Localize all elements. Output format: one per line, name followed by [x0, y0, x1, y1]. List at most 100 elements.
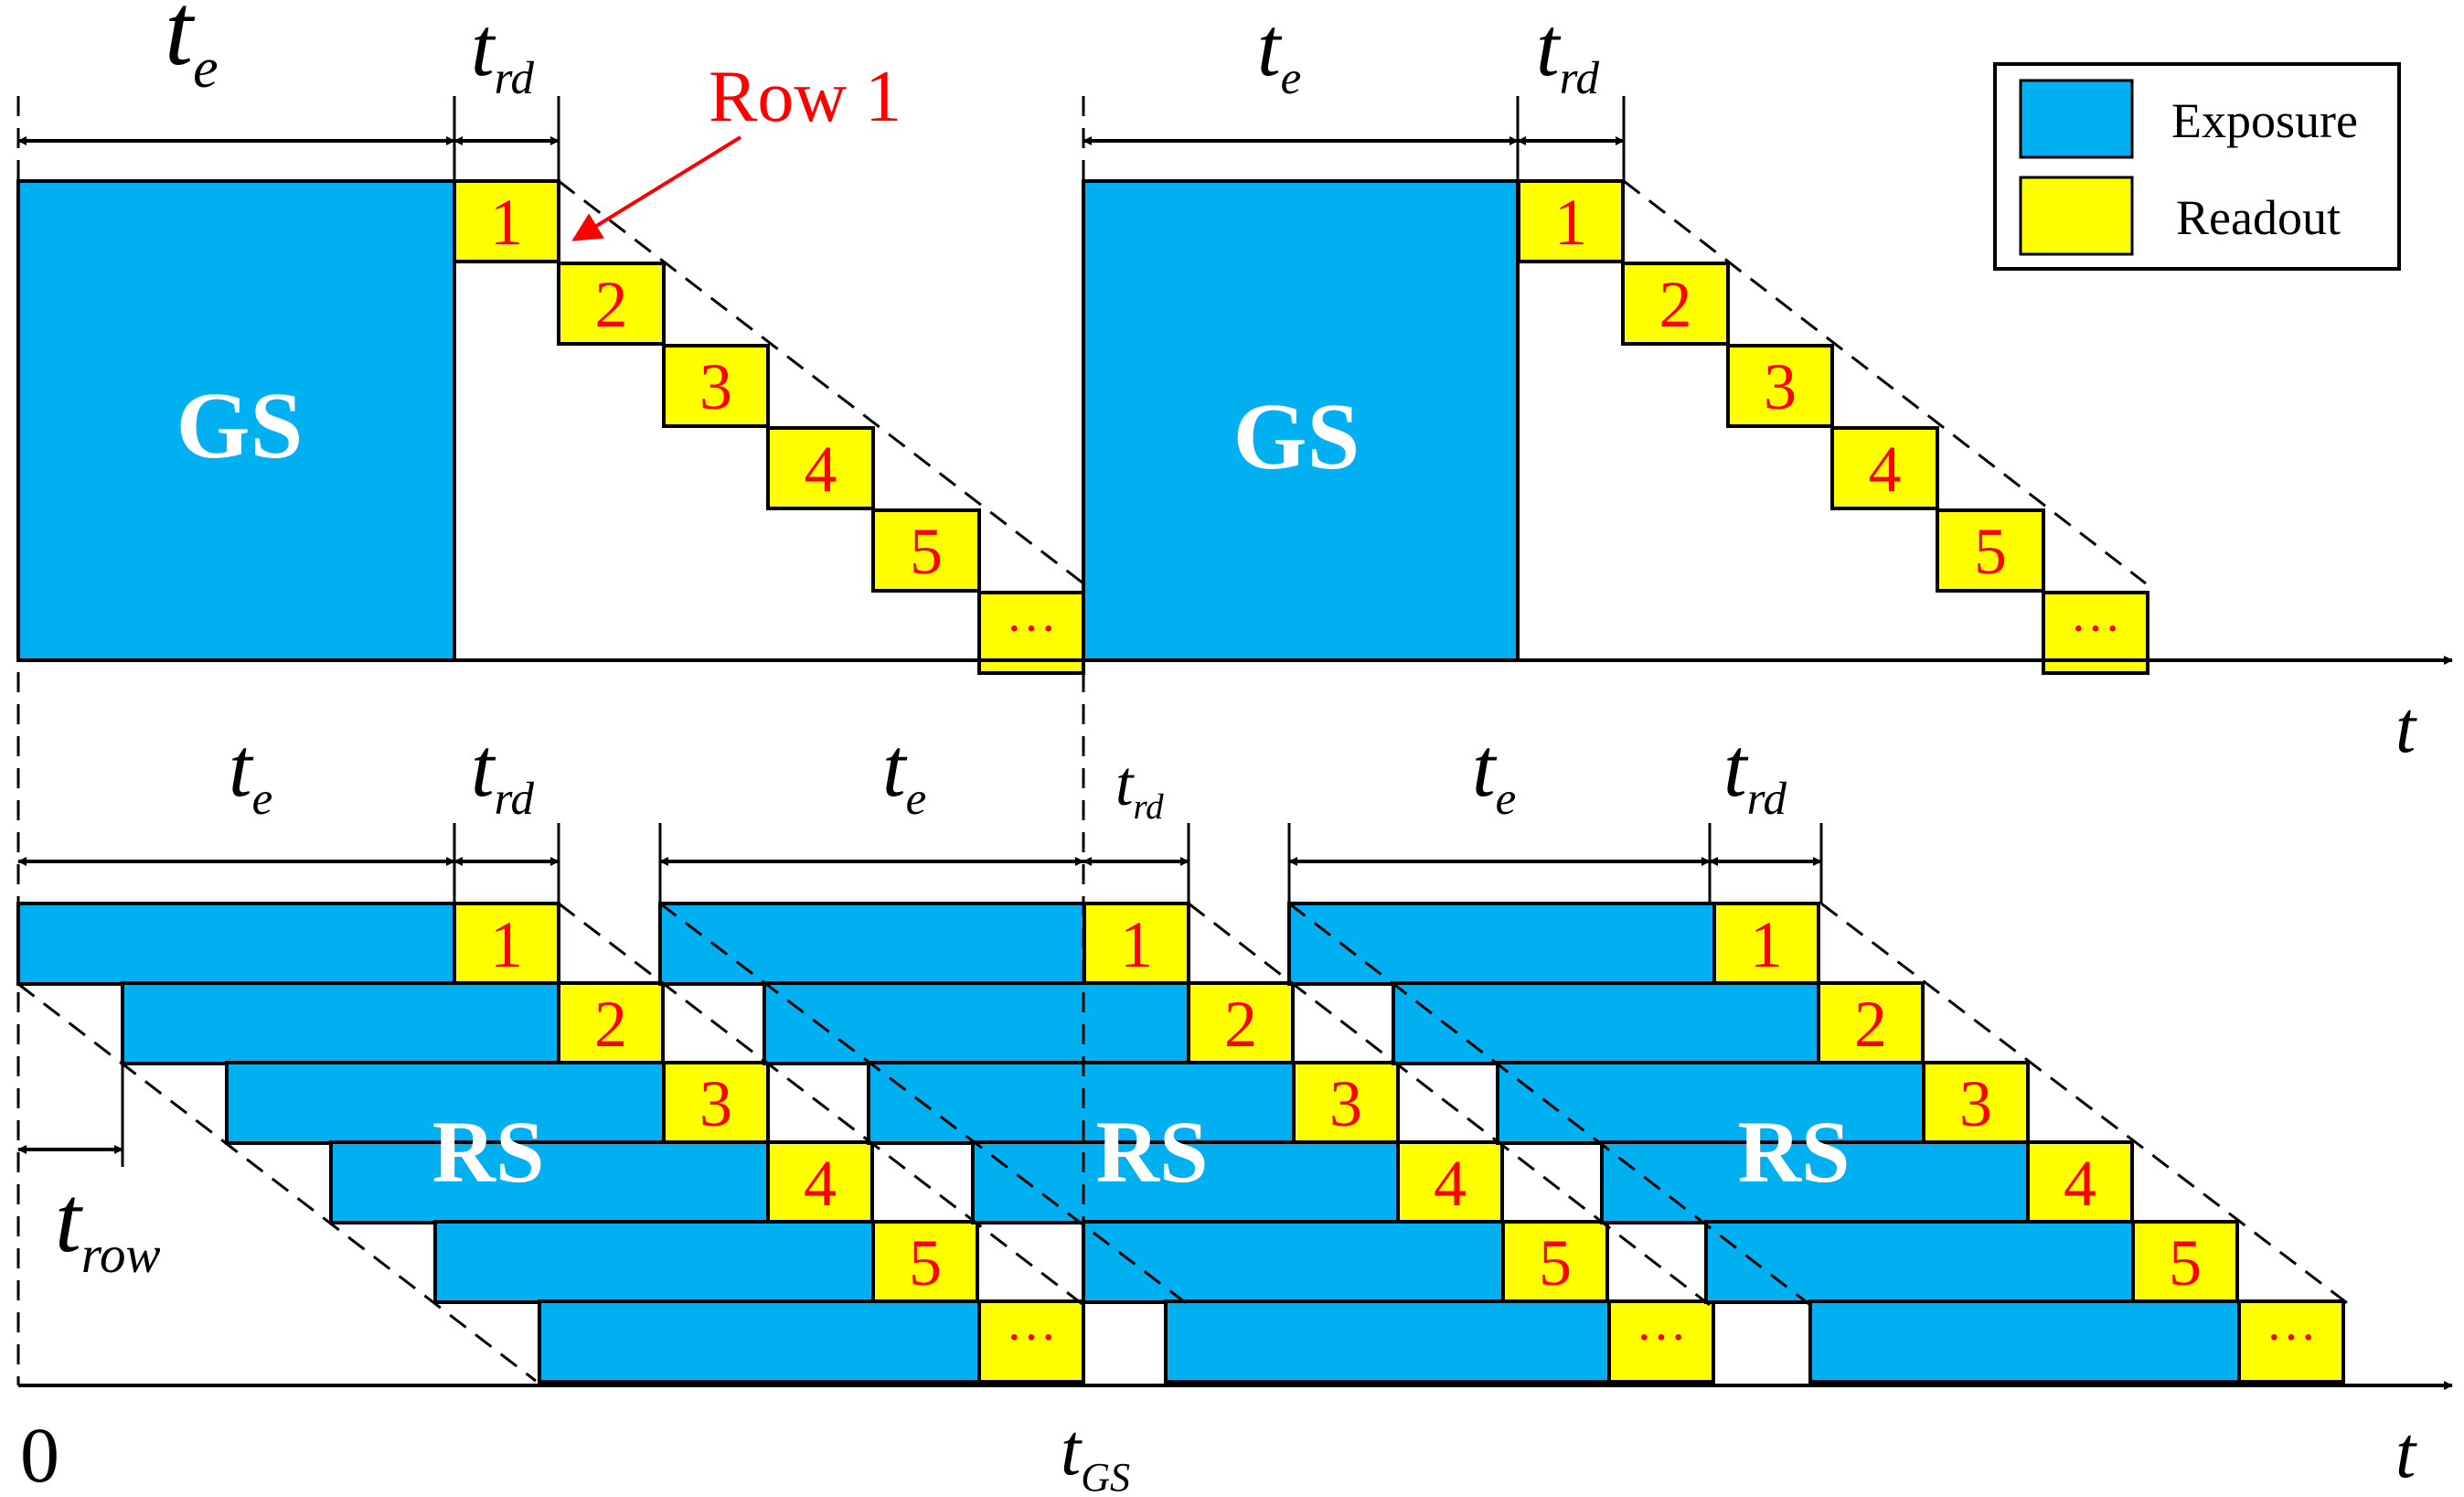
rs-label-3: RS	[1738, 1103, 1851, 1201]
rs2-readout-1	[1083, 902, 1190, 986]
gs-exposure-block-2	[1082, 179, 1520, 662]
rs1-exposure-row-6	[538, 1299, 981, 1384]
rs1-readout-2	[557, 981, 665, 1065]
gs-label-2: GS	[1233, 384, 1360, 489]
gs1-readout-3-number: 3	[699, 350, 732, 423]
rs2-readout-3-number: 3	[1329, 1067, 1362, 1140]
rs2-readout-envelope	[1188, 902, 1711, 1307]
rs2-exposure-row-6	[1164, 1299, 1611, 1384]
gs2-readout-1-number: 1	[1554, 186, 1587, 259]
row1-arrow	[571, 135, 742, 241]
te-symbol-bottom-3: te	[1472, 721, 1516, 825]
te-symbol-top-1: te	[165, 0, 219, 100]
gs2-readout-3-number: 3	[1764, 350, 1797, 423]
rs3-start-envelope	[1288, 902, 1811, 1307]
rs3-readout-3	[1922, 1061, 2030, 1145]
rs3-readout-envelope	[1820, 902, 2351, 1307]
rs3-exposure-row-2	[1392, 981, 1820, 1065]
axis-labels: t t 0	[20, 688, 2417, 1497]
gs1-readout-1-number: 1	[490, 186, 523, 259]
rs1-readout-6	[977, 1299, 1085, 1384]
gs1-readout-2-number: 2	[595, 268, 628, 341]
gs1-readout-3	[662, 344, 770, 428]
trd-symbol-top-1: trd	[471, 0, 535, 104]
rs3-readout-4-number: 4	[2064, 1147, 2096, 1220]
rs2-exposure-row-2	[763, 981, 1190, 1065]
row1-annotation: Row 1	[571, 57, 901, 241]
row1-label: Row 1	[709, 57, 901, 137]
rs-label-1: RS	[432, 1103, 545, 1201]
trd-symbol-bottom-1: trd	[471, 721, 535, 825]
gs1-readout-5-number: 5	[910, 515, 943, 588]
rs2-readout-2-number: 2	[1224, 988, 1257, 1061]
rs3-readout-6-number: ···	[2266, 1310, 2317, 1366]
diagram-text: 12345···12345···12345···12345···12345···…	[55, 0, 2317, 1497]
rs1-exposure-row-4	[329, 1140, 770, 1224]
rs3-readout-1-number: 1	[1750, 908, 1783, 981]
rs1-readout-3	[662, 1061, 770, 1145]
rs-label-2: RS	[1096, 1103, 1209, 1201]
trd-symbol-top-2: trd	[1536, 0, 1600, 104]
rs2-readout-2	[1187, 981, 1295, 1065]
rs1-readout-4-number: 4	[804, 1147, 837, 1220]
trd-symbol-bottom-2: trd	[1115, 749, 1164, 827]
rs2-readout-3	[1292, 1061, 1400, 1145]
trow-symbol: trow	[55, 1167, 161, 1284]
gs1-readout-4	[766, 426, 875, 510]
rs1-exposure-row-2	[121, 981, 560, 1065]
gs2-readout-5-number: 5	[1974, 515, 2007, 588]
te-symbol-bottom-2: te	[882, 721, 926, 825]
rs2-exposure-row-1	[658, 902, 1086, 986]
dashed-guides	[16, 96, 2351, 1385]
legend-exposure-label: Exposure	[2171, 93, 2358, 148]
legend-exposure-swatch	[2019, 79, 2134, 159]
rs2-readout-5	[1501, 1220, 1609, 1304]
legend: Exposure Readout	[1993, 62, 2401, 271]
time-axes	[18, 656, 2453, 1390]
rs2-start-envelope	[659, 902, 1189, 1307]
duration-markers	[17, 96, 1823, 1167]
rs1-exposure-row-3	[225, 1061, 666, 1145]
gs1-readout-2	[557, 262, 666, 346]
t-axis-label-top: t	[2395, 688, 2417, 768]
gs2-readout-envelope	[1623, 179, 2147, 585]
gs2-readout-6-number: ···	[2070, 601, 2121, 658]
gs-label-1: GS	[176, 373, 304, 478]
gs2-readout-4	[1830, 426, 1939, 510]
rs1-readout-4	[766, 1140, 874, 1224]
rs2-readout-1-number: 1	[1120, 908, 1153, 981]
rs1-start-envelope	[17, 982, 537, 1383]
legend-readout-label: Readout	[2176, 190, 2341, 245]
timing-blocks	[16, 179, 2345, 1384]
rs2-exposure-row-5	[1082, 1220, 1505, 1304]
rs3-readout-1	[1712, 902, 1820, 986]
rs2-readout-6	[1607, 1299, 1715, 1384]
block-labels: GS GS RS RS RS	[176, 373, 1851, 1201]
rs1-readout-envelope	[558, 902, 1084, 1307]
rs3-exposure-row-5	[1704, 1220, 2135, 1304]
rs1-readout-5	[871, 1220, 979, 1304]
rs3-readout-3-number: 3	[1959, 1067, 1992, 1140]
rs3-exposure-row-6	[1808, 1299, 2241, 1384]
rs2-readout-5-number: 5	[1539, 1226, 1572, 1299]
rs3-readout-5-number: 5	[2169, 1226, 2202, 1299]
gs1-readout-4-number: 4	[805, 433, 837, 506]
legend-readout-swatch	[2019, 176, 2134, 256]
rs3-exposure-row-1	[1287, 902, 1716, 986]
gs1-readout-envelope	[558, 179, 1084, 585]
gs2-readout-3	[1726, 344, 1834, 428]
rs2-readout-4-number: 4	[1434, 1147, 1467, 1220]
origin-label: 0	[20, 1411, 59, 1497]
te-symbol-bottom-1: te	[229, 721, 272, 825]
gs2-readout-1	[1517, 179, 1625, 263]
rs1-exposure-row-5	[433, 1220, 875, 1304]
rs3-readout-2-number: 2	[1854, 988, 1887, 1061]
gs2-readout-2-number: 2	[1659, 268, 1692, 341]
rs3-exposure-row-3	[1496, 1061, 1925, 1145]
rs1-readout-2-number: 2	[594, 988, 627, 1061]
rs1-readout-6-number: ···	[1006, 1310, 1057, 1366]
tgs-symbol: tGS	[1061, 1410, 1130, 1497]
gs2-readout-2	[1621, 262, 1730, 346]
rs3-readout-4	[2026, 1140, 2134, 1224]
gs2-readout-4-number: 4	[1869, 433, 1902, 506]
